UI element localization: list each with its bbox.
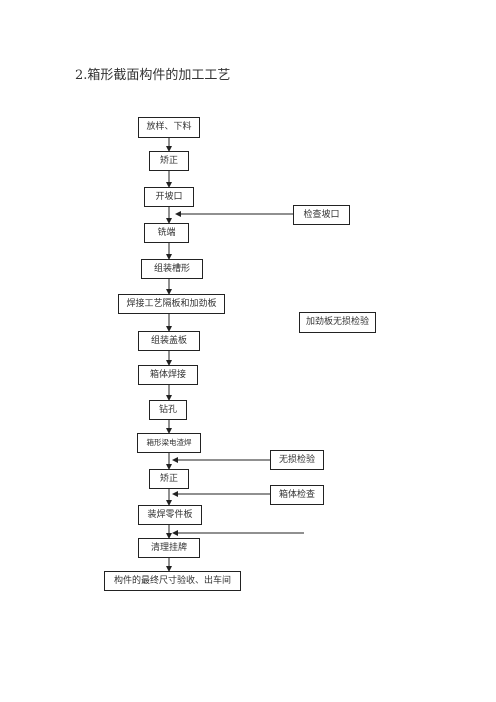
step-cleaning-tagging: 清理挂牌 [138,538,200,558]
section-title: 2.箱形截面构件的加工工艺 [75,68,231,83]
step-bevel: 开坡口 [144,187,194,207]
inspect-ndt: 无损检验 [270,450,324,470]
inspect-bevel: 检查坡口 [293,205,350,225]
step-electroslag-welding: 箱形梁电渣焊 [137,433,201,453]
step-weld-diaphragm: 焊接工艺隔板和加劲板 [118,294,225,314]
inspect-stiffener-ndt: 加劲板无损检验 [299,312,376,333]
step-milling: 铣端 [144,223,189,243]
step-assemble-cover: 组装盖板 [138,331,200,351]
step-assemble-channel: 组装槽形 [141,259,203,279]
step-straightening: 矫正 [149,151,189,171]
inspect-box: 箱体检查 [270,485,324,505]
step-cutting: 放样、下料 [138,117,200,138]
step-straightening-2: 矫正 [149,469,189,489]
step-box-welding: 箱体焊接 [138,365,198,385]
step-final-inspection: 构件的最终尺寸验收、出车间 [104,571,241,591]
step-drilling: 钻孔 [149,400,187,420]
step-weld-parts: 装焊零件板 [138,505,202,525]
